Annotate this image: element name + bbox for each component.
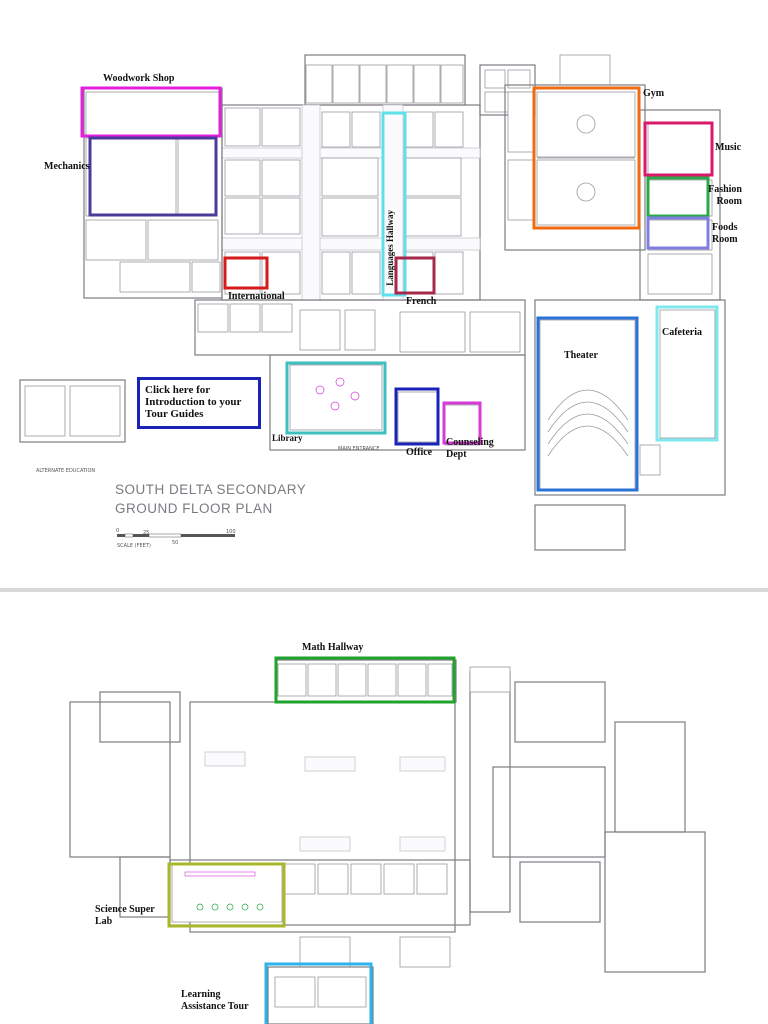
plan-title: SOUTH DELTA SECONDARY GROUND FLOOR PLAN [115, 481, 306, 519]
mechanics-highlight[interactable] [88, 136, 218, 217]
counseling-dept-highlight[interactable] [442, 401, 482, 445]
scale-caption: SCALE (FEET) [117, 543, 151, 549]
international-label: International [228, 291, 285, 302]
foods-room-label: Foods Room [712, 222, 738, 245]
mechanics-label: Mechanics [44, 161, 90, 172]
science-super-lab-highlight[interactable] [167, 862, 286, 928]
office-label: Office [406, 447, 433, 458]
science-super-lab-label: Science Super Lab [95, 904, 155, 927]
fashion-room-label: Fashion Room [708, 184, 742, 207]
second-floor-plan: Math Hallway Science Super Lab Learning … [0, 592, 768, 1024]
second-floor-drawing [69, 656, 706, 1024]
main-entrance-label: MAIN ENTRANCE [338, 446, 380, 452]
office-highlight[interactable] [394, 387, 440, 446]
gym-label: Gym [643, 88, 665, 99]
french-label: French [406, 296, 437, 307]
fashion-room-highlight[interactable] [646, 176, 710, 218]
cafeteria-label: Cafeteria [662, 327, 702, 338]
math-hallway-highlight[interactable] [274, 656, 456, 704]
alternate-education-label: ALTERNATE EDUCATION [36, 468, 96, 474]
woodwork-shop-highlight[interactable] [80, 86, 222, 138]
library-highlight[interactable] [285, 361, 387, 435]
scale-tick-50: 50 [172, 540, 179, 546]
foods-room-highlight[interactable] [646, 216, 710, 250]
plan-title-line1: SOUTH DELTA SECONDARY [115, 482, 307, 497]
theater-highlight[interactable] [536, 316, 639, 492]
math-hallway-label: Math Hallway [302, 642, 364, 653]
languages-hallway-highlight[interactable] [381, 111, 407, 297]
learning-assistance-highlight[interactable] [264, 962, 373, 1024]
intro-tour-guides-text: Click here for Introduction to your Tour… [145, 384, 242, 420]
theater-label: Theater [564, 350, 598, 361]
gym-highlight[interactable] [532, 86, 641, 230]
scale-tick-100: 100 [226, 529, 236, 535]
sheet-divider [0, 588, 768, 592]
woodwork-shop-label: Woodwork Shop [103, 73, 175, 84]
cafeteria-highlight[interactable] [655, 305, 719, 442]
plan-title-line2: GROUND FLOOR PLAN [115, 500, 273, 516]
french-highlight[interactable] [394, 256, 436, 295]
library-label: Library [272, 433, 303, 443]
international-highlight[interactable] [223, 256, 269, 290]
scale-tick-0: 0 [116, 528, 120, 534]
languages-hallway-label: Languages Hallway [385, 210, 395, 286]
counseling-dept-label: Counseling Dept [446, 437, 494, 460]
intro-tour-guides-link[interactable]: Click here for Introduction to your Tour… [137, 377, 261, 429]
scale-tick-25: 25 [143, 530, 150, 536]
music-label: Music [715, 142, 742, 153]
music-highlight[interactable] [643, 121, 714, 177]
ground-floor-drawing [19, 54, 726, 551]
learning-assistance-label: Learning Assistance Tour [181, 989, 249, 1012]
ground-floor-plan: Woodwork Shop Mechanics International La… [19, 54, 742, 551]
